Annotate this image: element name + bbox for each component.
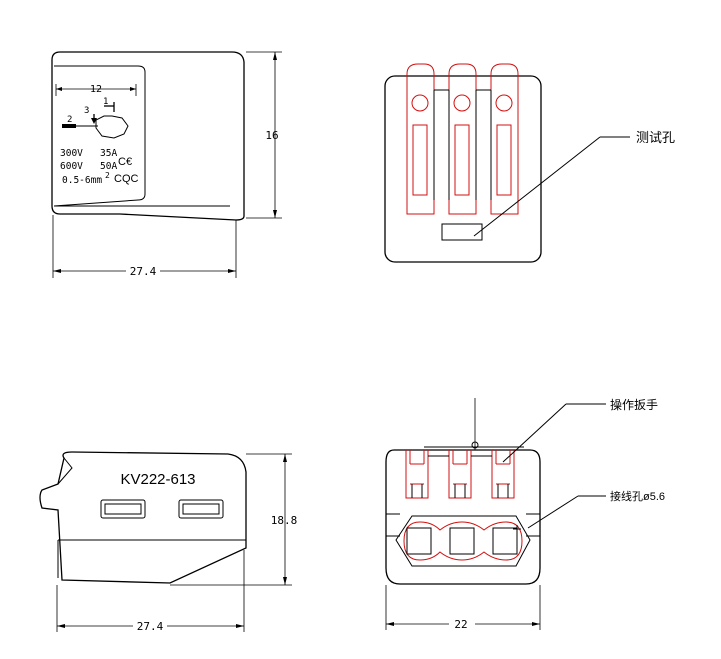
wire-hole-1 [406, 527, 432, 555]
rating-sup: 2 [105, 171, 110, 180]
cqc-mark: CQC [114, 173, 139, 185]
model-text: KV222-613 [120, 471, 195, 488]
side-width-text: 27.4 [130, 265, 157, 278]
back-view: 测试孔 [384, 63, 675, 263]
hole-leader [527, 495, 579, 529]
marker-3: 3 [84, 106, 89, 116]
wire-entry-frame [395, 515, 531, 567]
lever-3 [491, 450, 515, 499]
window-left [100, 499, 146, 519]
wire-hole-2 [449, 527, 475, 555]
marker-1: 1 [103, 97, 108, 107]
top-body-outline [385, 449, 541, 585]
wire-entry-holes-outline [403, 521, 523, 561]
back-body-outline [384, 75, 542, 263]
test-hole-label: 测试孔 [636, 130, 675, 145]
label-dim-text: 12 [90, 84, 102, 95]
side-height-text: 16 [265, 129, 278, 142]
side-body-outline [51, 51, 245, 221]
lever-1 [405, 450, 429, 499]
test-hole-leader [473, 136, 601, 237]
wire-insertion-symbol [62, 102, 129, 139]
hole-label: 接线孔ø5.6 [610, 489, 665, 503]
back-clamp-2 [448, 63, 477, 215]
back-clamp-1 [406, 63, 435, 215]
window-right [178, 499, 224, 519]
rating-line-1: 300V 35A [60, 148, 117, 159]
front-body-outline [39, 451, 247, 584]
front-width-text: 27.4 [137, 620, 164, 633]
lever-leader [502, 403, 567, 463]
rating-line-2: 600V 50A [60, 161, 117, 172]
wire-hole-3 [492, 527, 518, 555]
ce-mark: C€ [118, 156, 132, 168]
marker-2: 2 [67, 115, 72, 125]
label-plate [53, 65, 146, 207]
side-view: 12 1 3 2 300V 35A 600V 50A 0.5-6mm 2 C€ … [51, 51, 282, 278]
rating-line-3: 0.5-6mm [62, 175, 102, 186]
top-view: 操作扳手 接线孔ø5.6 22 [385, 397, 665, 631]
lever-label: 操作扳手 [610, 397, 658, 412]
top-width-text: 22 [454, 618, 467, 631]
front-height-text: 18.8 [271, 514, 298, 527]
back-clamp-3 [490, 63, 519, 215]
front-view: KV222-613 18.8 27.4 [39, 451, 298, 633]
lever-2 [448, 450, 472, 499]
test-hole [441, 223, 483, 241]
